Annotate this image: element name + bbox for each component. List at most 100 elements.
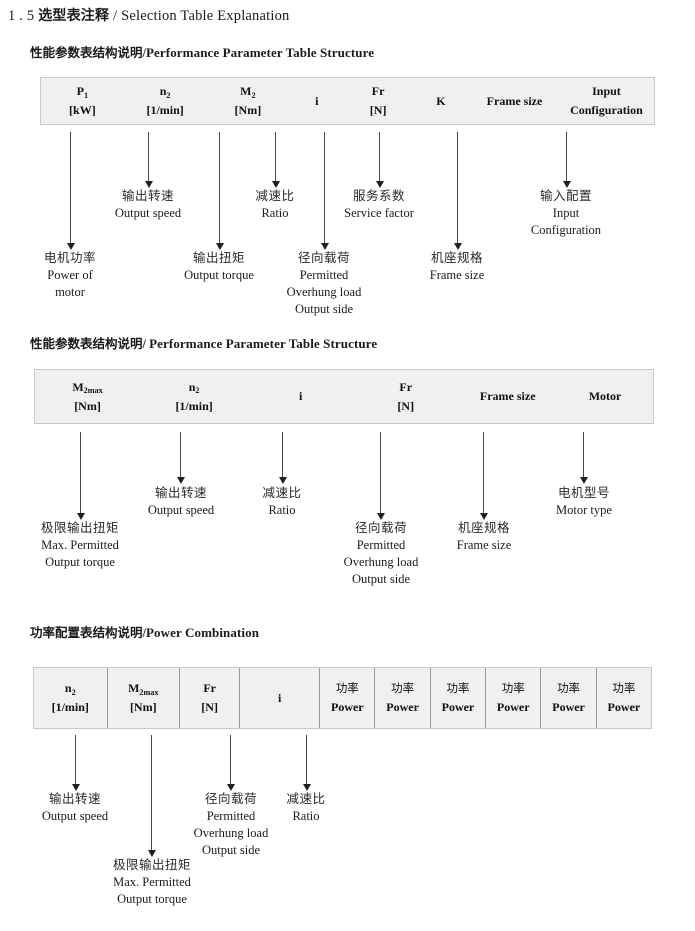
table-header-cell: Fr [N] (179, 668, 239, 728)
annotation-label-en: Output speed (114, 205, 182, 220)
arrow-to-ratio-3 (302, 735, 311, 791)
annotation-label-en: Overhung load (286, 284, 362, 299)
header-symbol: 功率 (501, 681, 525, 696)
table-header-cell: Frame size (458, 370, 557, 423)
header-symbol: n2 (188, 379, 200, 396)
header-unit: Configuration (570, 103, 643, 117)
header-symbol: i (315, 93, 319, 108)
table-header-cell: K (412, 78, 470, 124)
header-symbol: Frame size (486, 93, 543, 108)
page-title-en: Selection Table Explanation (121, 8, 290, 24)
table-header-cell: n2[1/min] (140, 370, 248, 423)
annotation-label-en: Output speed (41, 808, 109, 823)
header-symbol: Fr (399, 379, 413, 394)
annotation-label-en: Motor type (556, 502, 612, 517)
annotation-output-speed-3: 输出转速 Output speed (42, 791, 108, 825)
annotation-label-cn: 减速比 (255, 188, 295, 203)
annotation-label-en: Output speed (147, 502, 215, 517)
arrow-to-frame-size (453, 132, 462, 250)
arrow-to-frame-size-2 (479, 432, 488, 520)
header-symbol: 功率 (557, 681, 581, 696)
table-header-cell: M2max[Nm] (35, 370, 140, 423)
table-header-cell: n2 [1/min] (124, 78, 207, 124)
table-header-cell: Motor (557, 370, 653, 423)
annotation-label-cn: 服务系数 (352, 188, 406, 203)
header-symbol: i (278, 690, 282, 705)
section-2-heading: 性能参数表结构说明/ Performance Parameter Table S… (30, 333, 377, 352)
annotation-label-en: Permitted (356, 537, 406, 552)
annotation-label-en: Max. Permitted (113, 874, 191, 889)
annotation-motor-type: 电机型号 Motor type (556, 485, 612, 519)
annotation-label-cn: 电机型号 (557, 485, 610, 500)
annotation-label-cn: 输出转速 (121, 188, 174, 203)
header-symbol: M2max (128, 681, 159, 697)
arrow-to-motor-type (579, 432, 588, 484)
header-symbol: P1 (76, 84, 89, 100)
annotation-label-en: Overhung load (343, 554, 419, 569)
header-unit: Power (330, 700, 364, 715)
header-unit: [1/min] (146, 103, 184, 117)
page-title: 1 . 5 选型表注释 / Selection Table Explanatio… (8, 5, 290, 25)
header-unit: [Nm] (74, 398, 101, 413)
annotation-label-en: Service factor (344, 205, 414, 220)
table-header-cell: Fr[N] (344, 78, 411, 124)
annotation-label-cn: 径向载荷 (204, 791, 258, 806)
annotation-label-cn: 电机功率 (43, 250, 97, 265)
header-unit: Power (552, 700, 585, 715)
arrow-to-overhung-load-2 (376, 432, 385, 520)
arrow-to-ratio (271, 132, 280, 188)
header-symbol: Input (592, 84, 621, 99)
arrow-to-output-speed-2 (176, 432, 185, 484)
header-symbol: n2 (64, 681, 76, 697)
annotation-label-cn: 极限输出扭矩 (40, 520, 120, 535)
table-header-cell: P1 [kW] (41, 78, 124, 124)
header-unit: [N] (397, 398, 415, 413)
header-symbol: 功率 (391, 681, 415, 696)
annotation-ratio: 减速比 Ratio (255, 188, 294, 222)
arrow-to-max-output-torque-3 (147, 735, 156, 857)
header-unit: [kW] (69, 103, 96, 117)
table-header-cell: n2 [1/min] (34, 668, 107, 728)
table-header-cell: Frame size (470, 78, 559, 124)
header-symbol: Fr (371, 84, 385, 99)
header-symbol: 功率 (335, 681, 359, 696)
header-unit: [N] (201, 700, 218, 714)
annotation-label-cn: 减速比 (262, 485, 302, 500)
header-unit: Power (441, 700, 475, 715)
table-header-cell: 功率 Power (319, 668, 374, 728)
annotation-label-en: Power of (47, 267, 93, 282)
table-header-cell: 功率 Power (429, 668, 485, 728)
arrow-to-ratio-2 (278, 432, 287, 484)
header-symbol: n2 (159, 84, 171, 100)
annotation-label-en: Output torque (45, 554, 115, 569)
section-2-heading-cn: 性能参数表结构说明 (30, 336, 143, 351)
arrow-to-output-speed-3 (71, 735, 80, 791)
annotation-label-cn: 输入配置 (539, 188, 593, 203)
header-unit: [1/min] (51, 700, 89, 714)
header-symbol: K (436, 93, 446, 108)
table-header-cell: M2[Nm] (207, 78, 290, 124)
annotation-label-en: Ratio (261, 205, 289, 220)
table-header-cell: 功率 Power (540, 668, 595, 728)
annotation-label-en: Output side (295, 301, 353, 316)
annotation-label-cn: 输出扭矩 (192, 250, 246, 265)
header-symbol: Fr (203, 681, 216, 696)
header-symbol: 功率 (446, 681, 470, 696)
annotation-label-cn: 输出转速 (48, 791, 101, 806)
table-header-cell: i (248, 370, 353, 423)
section-1-heading-en: Performance Parameter Table Structure (146, 45, 375, 60)
annotation-label-en: Frame size (429, 267, 485, 282)
